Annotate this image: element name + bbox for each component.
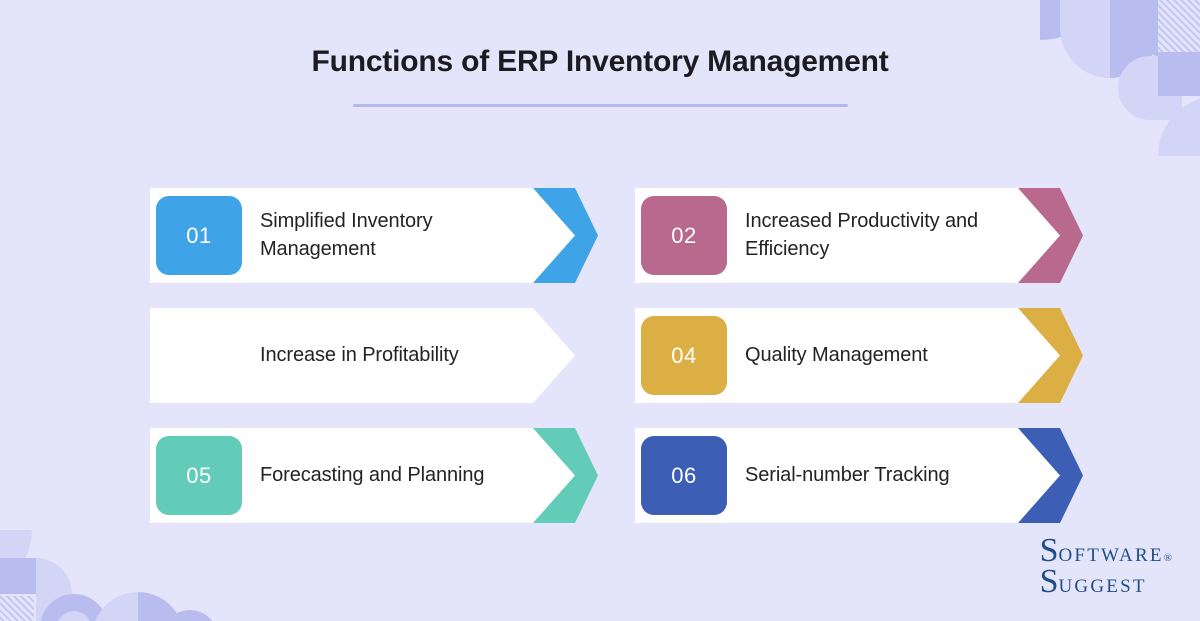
decor-halfcircle-bl [36,558,72,621]
logo-line-1: S oftware ® [1039,532,1172,570]
logo-capital-s-1: S [1039,532,1059,570]
header: Functions of ERP Inventory Management [0,0,1200,107]
card-number: 03 [186,342,212,368]
function-card[interactable]: 05 Forecasting and Planning [150,428,598,523]
logo-capital-s-2: S [1039,563,1059,601]
function-card[interactable]: 04 Quality Management [635,308,1083,403]
registered-trademark-icon: ® [1163,552,1172,565]
card-body: 03 Increase in Profitability [150,308,575,403]
card-label: Serial-number Tracking [745,463,950,486]
function-card[interactable]: 01 Simplified Inventory Management [150,188,598,283]
decor-triangle-bl [0,558,36,594]
card-label: Increased Productivity and Efficiency [745,209,979,260]
decor-arc-bl-1 [40,594,108,621]
title-divider [352,104,848,107]
card-number: 06 [671,462,697,488]
card-number-badge: 04 [641,316,727,395]
card-label: Increase in Profitability [260,343,459,366]
card-label: Quality Management [745,343,928,366]
card-number: 04 [671,342,697,368]
card-label: Simplified Inventory Management [260,209,433,260]
card-body: 02 Increased Productivity and Efficiency [635,188,1060,283]
functions-grid: 01 Simplified Inventory Management 02 In… [150,188,1083,523]
decor-arc-bl-3 [92,592,184,621]
card-body: 06 Serial-number Tracking [635,428,1060,523]
page-title: Functions of ERP Inventory Management [311,45,889,78]
logo-line-2: S uggest [1039,563,1172,601]
card-number-badge: 03 [156,316,242,395]
card-number-badge: 01 [156,196,242,275]
card-number: 01 [186,222,212,248]
function-card[interactable]: 06 Serial-number Tracking [635,428,1083,523]
decor-hatch-square-bl [0,596,34,621]
card-number: 05 [186,462,212,488]
logo-word-software: oftware [1058,545,1164,567]
card-body: 04 Quality Management [635,308,1060,403]
card-label: Forecasting and Planning [260,463,485,486]
card-body: 01 Simplified Inventory Management [150,188,575,283]
card-number: 02 [671,222,697,248]
softwaresuggest-logo: S oftware ® S uggest [1039,532,1172,601]
function-card[interactable]: 03 Increase in Profitability [150,308,575,403]
card-number-badge: 06 [641,436,727,515]
card-body: 05 Forecasting and Planning [150,428,575,523]
decor-arc-bl-4 [138,592,184,621]
card-number-badge: 05 [156,436,242,515]
decor-arc-bl-5 [162,610,218,621]
decor-quarter-bl-1 [0,530,32,594]
function-card[interactable]: 02 Increased Productivity and Efficiency [635,188,1083,283]
logo-word-suggest: uggest [1058,576,1147,598]
decor-arc-bl-2 [57,611,91,621]
card-number-badge: 02 [641,196,727,275]
